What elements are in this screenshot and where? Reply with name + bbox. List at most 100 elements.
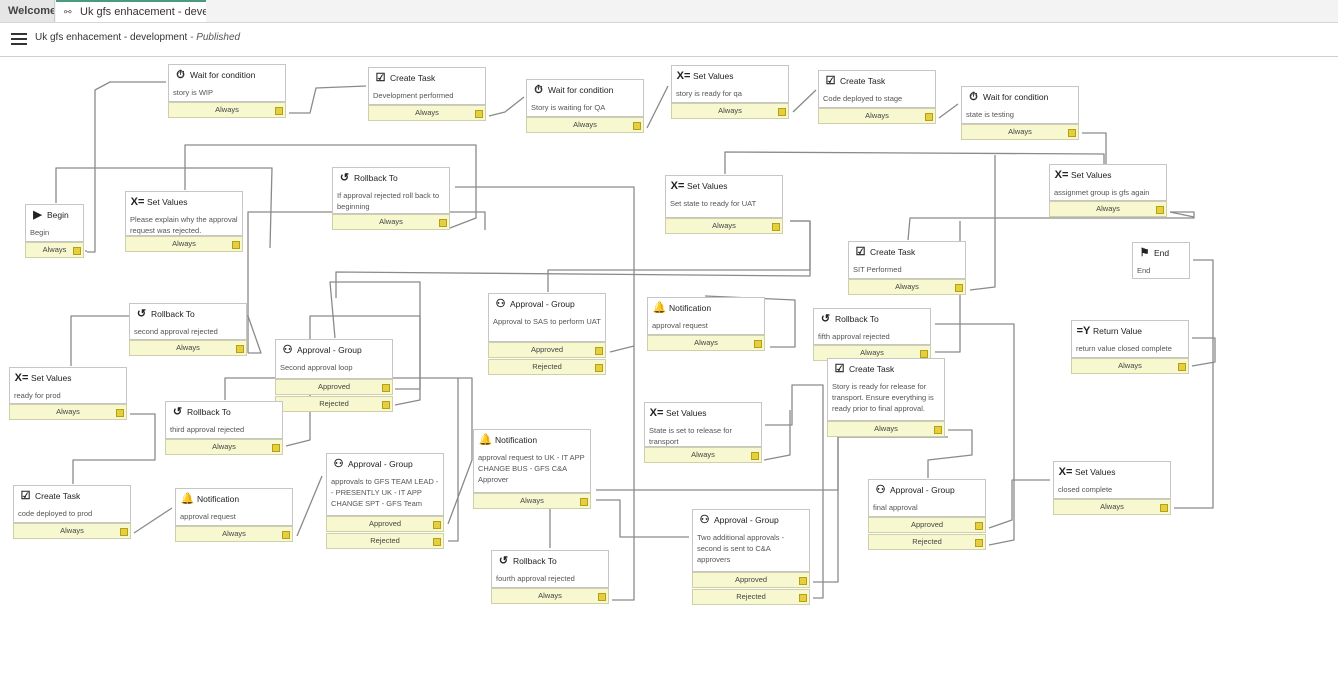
condition-rejected[interactable]: Rejected	[488, 359, 606, 375]
exit-port-icon[interactable]	[382, 401, 390, 409]
exit-port-icon[interactable]	[475, 110, 483, 118]
exit-port-icon[interactable]	[925, 113, 933, 121]
condition-always[interactable]: Always	[491, 588, 609, 604]
tab-welcome[interactable]: Welcome	[0, 0, 55, 22]
condition-always[interactable]: Always	[473, 493, 591, 509]
exit-port-icon[interactable]	[955, 284, 963, 292]
hamburger-menu-icon[interactable]	[11, 33, 27, 46]
condition-always[interactable]: Always	[165, 439, 283, 455]
exit-port-icon[interactable]	[799, 577, 807, 585]
exit-port-icon[interactable]	[595, 347, 603, 355]
exit-port-icon[interactable]	[232, 241, 240, 249]
condition-always[interactable]: Always	[1053, 499, 1171, 515]
condition-always[interactable]: Always	[647, 335, 765, 351]
condition-rejected[interactable]: Rejected	[868, 534, 986, 550]
exit-port-icon[interactable]	[754, 340, 762, 348]
exit-port-icon[interactable]	[934, 426, 942, 434]
condition-always[interactable]: Always	[368, 105, 486, 121]
exit-port-icon[interactable]	[633, 122, 641, 130]
exit-port-icon[interactable]	[799, 594, 807, 602]
condition-always[interactable]: Always	[644, 447, 762, 463]
exit-port-icon[interactable]	[1068, 129, 1076, 137]
exit-port-icon[interactable]	[236, 345, 244, 353]
exit-port-icon[interactable]	[598, 593, 606, 601]
condition-rejected[interactable]: Rejected	[326, 533, 444, 549]
tab-workflow[interactable]: ⚯Uk gfs enhacement - devel…	[56, 0, 206, 22]
condition-always[interactable]: Always	[1071, 358, 1189, 374]
exit-port-icon[interactable]	[1160, 504, 1168, 512]
condition-always[interactable]: Always	[818, 108, 936, 124]
condition-approved[interactable]: Approved	[488, 342, 606, 358]
exit-port-icon[interactable]	[975, 522, 983, 530]
exit-port-icon[interactable]	[382, 384, 390, 392]
exit-port-icon[interactable]	[116, 409, 124, 417]
exit-port-icon[interactable]	[433, 538, 441, 546]
exit-port-icon[interactable]	[272, 444, 280, 452]
condition-rejected[interactable]: Rejected	[692, 589, 810, 605]
exit-port-icon[interactable]	[1156, 206, 1164, 214]
condition-always[interactable]: Always	[25, 242, 84, 258]
exit-port-icon[interactable]	[778, 108, 786, 116]
exit-port-icon[interactable]	[595, 364, 603, 372]
condition-always[interactable]: Always	[848, 279, 966, 295]
condition-always[interactable]: Always	[961, 124, 1079, 140]
condition-always[interactable]: Always	[129, 340, 247, 356]
condition-approved[interactable]: Approved	[692, 572, 810, 588]
exit-port-icon[interactable]	[975, 539, 983, 547]
exit-port-icon[interactable]	[1178, 363, 1186, 371]
exit-port-icon[interactable]	[580, 498, 588, 506]
condition-always[interactable]: Always	[125, 236, 243, 252]
condition-always[interactable]: Always	[671, 103, 789, 119]
condition-approved[interactable]: Approved	[275, 379, 393, 395]
condition-always[interactable]: Always	[1049, 201, 1167, 217]
exit-port-icon[interactable]	[275, 107, 283, 115]
exit-port-icon[interactable]	[439, 219, 447, 227]
exit-port-icon[interactable]	[772, 223, 780, 231]
exit-port-icon[interactable]	[751, 452, 759, 460]
condition-always[interactable]: Always	[827, 421, 945, 437]
condition-always[interactable]: Always	[526, 117, 644, 133]
condition-rejected[interactable]: Rejected	[275, 396, 393, 412]
exit-port-icon[interactable]	[920, 350, 928, 358]
exit-port-icon[interactable]	[120, 528, 128, 536]
condition-always[interactable]: Always	[175, 526, 293, 542]
condition-always[interactable]: Always	[332, 214, 450, 230]
condition-approved[interactable]: Approved	[326, 516, 444, 532]
exit-port-icon[interactable]	[433, 521, 441, 529]
condition-approved[interactable]: Approved	[868, 517, 986, 533]
exit-port-icon[interactable]	[282, 531, 290, 539]
condition-always[interactable]: Always	[168, 102, 286, 118]
exit-port-icon[interactable]	[73, 247, 81, 255]
